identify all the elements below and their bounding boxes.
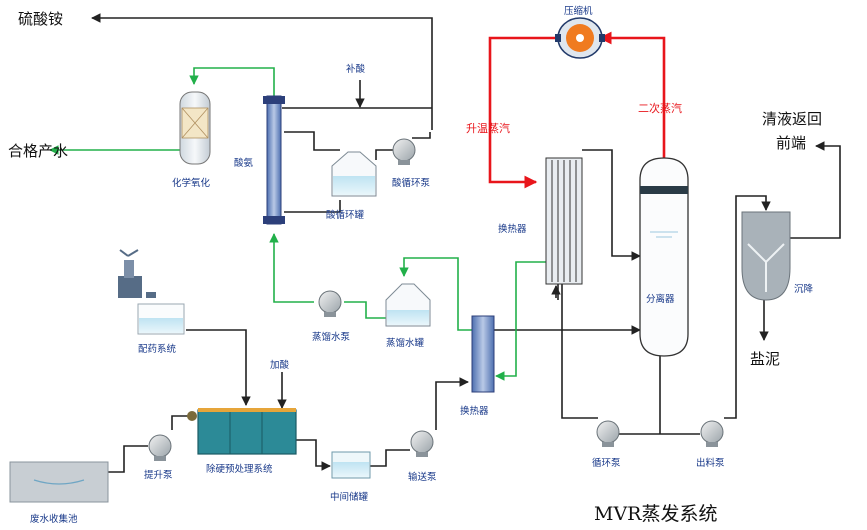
distill-pump-icon	[318, 290, 342, 317]
label-distill-tank: 蒸馏水罐	[386, 337, 425, 349]
label-settling: 沉降	[794, 283, 814, 295]
label-chem-oxidation: 化学氧化	[172, 177, 211, 189]
intermediate-tank-icon	[331, 451, 371, 479]
label-secondary-steam: 二次蒸汽	[638, 101, 682, 115]
lift-pump-icon	[148, 434, 172, 461]
heat-exchanger-mid-icon	[471, 315, 495, 393]
return-lines	[49, 67, 546, 381]
label-circ-pump: 循环泵	[592, 457, 621, 469]
label-discharge-pump: 出料泵	[696, 457, 725, 469]
process-lines	[91, 13, 841, 473]
label-heat-exchanger-mid: 换热器	[460, 405, 489, 417]
circ-pump-icon	[596, 420, 620, 447]
output-ammonium-sulfate: 硫酸铵	[18, 10, 63, 28]
label-wastewater-pool: 废水收集池	[30, 513, 78, 525]
label-lift-pump: 提升泵	[144, 469, 173, 481]
label-transfer-pump: 输送泵	[408, 471, 437, 483]
distill-tank-icon	[385, 283, 431, 327]
acid-circ-pump-icon	[392, 138, 416, 165]
chem-oxidation-tower-icon	[179, 91, 211, 165]
label-separator: 分离器	[646, 293, 675, 305]
diagram-title: MVR蒸发系统	[594, 503, 717, 525]
output-qualified-water: 合格产水	[8, 142, 68, 160]
output-salt-mud: 盐泥	[750, 350, 780, 368]
wastewater-pool-icon	[9, 461, 109, 503]
separator-icon	[639, 157, 689, 357]
acid-circ-tank-icon	[331, 151, 377, 197]
output-clear-return: 清液返回	[762, 110, 822, 128]
pretreatment-system-icon	[187, 408, 297, 455]
dosing-system-icon	[118, 249, 185, 335]
label-intermediate-tank: 中间储罐	[330, 491, 369, 503]
settling-tank-icon	[741, 211, 791, 301]
label-acid-ammonia: 酸氨	[234, 157, 254, 169]
label-heat-exchanger-top: 换热器	[498, 223, 527, 235]
steam-lines	[488, 31, 666, 189]
label-compressor: 压缩机	[564, 5, 593, 17]
transfer-pump-icon	[410, 430, 434, 457]
label-makeup-acid: 补酸	[346, 63, 366, 75]
label-add-acid: 加酸	[270, 359, 290, 371]
label-distill-pump: 蒸馏水泵	[312, 331, 351, 343]
heat-exchanger-top-icon	[545, 157, 583, 285]
label-dosing-system: 配药系统	[138, 343, 177, 355]
label-acid-circ-tank: 酸循环罐	[326, 209, 365, 221]
label-acid-circ-pump: 酸循环泵	[392, 177, 431, 189]
acid-ammonia-exchanger-icon	[263, 95, 285, 225]
compressor-icon	[555, 17, 605, 59]
label-pretreatment: 除硬预处理系统	[206, 463, 273, 475]
discharge-pump-icon	[700, 420, 724, 447]
label-heated-steam: 升温蒸汽	[466, 121, 510, 135]
output-front-end: 前端	[776, 134, 806, 152]
